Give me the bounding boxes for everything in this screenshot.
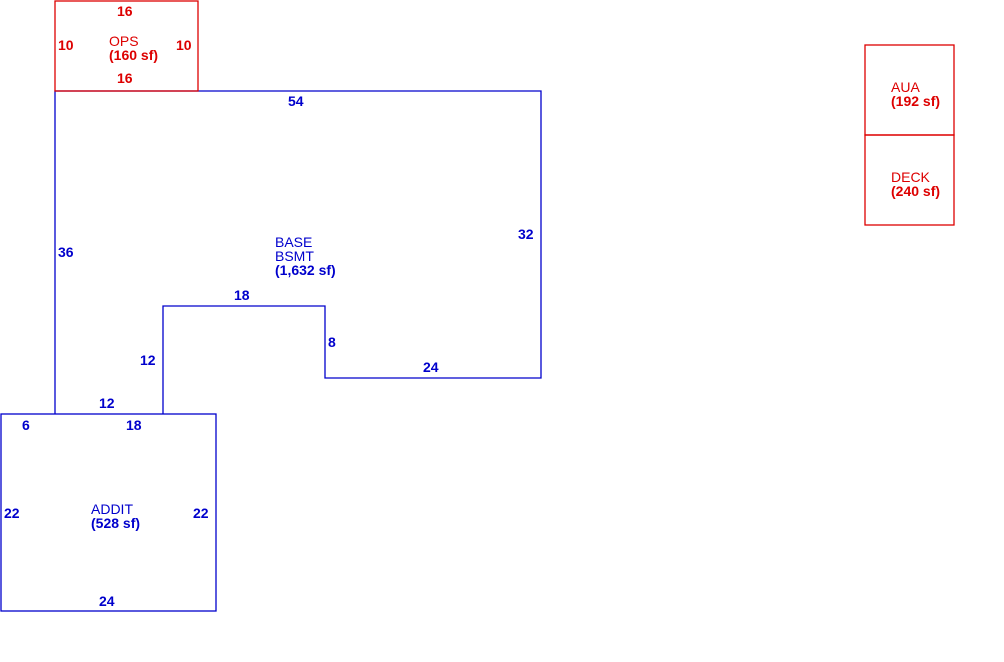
- ops-dim-right: 10: [176, 37, 192, 53]
- base-dim-right: 32: [518, 226, 534, 242]
- addit-dim-top-right: 18: [126, 417, 142, 433]
- ops-code-label: OPS: [109, 33, 139, 49]
- addit-dim-right: 22: [193, 505, 209, 521]
- aua-code-label: AUA: [891, 79, 920, 95]
- addit-dim-left: 22: [4, 505, 20, 521]
- base-code-label: BASE: [275, 234, 313, 250]
- bsmt-code-label: BSMT: [275, 248, 314, 264]
- addit-area-label: (528 sf): [91, 515, 141, 531]
- base-area-label: (1,632 sf): [275, 262, 336, 278]
- base-dim-notch-right: 8: [328, 334, 336, 350]
- base-dim-top: 54: [288, 93, 304, 109]
- addit-code-label: ADDIT: [91, 501, 133, 517]
- addit-outline: [0, 413, 217, 612]
- base-dim-inner-bottom: 24: [423, 359, 439, 375]
- deck-area-label: (240 sf): [891, 183, 941, 199]
- ops-dim-bottom: 16: [117, 70, 133, 86]
- ops-dim-top: 16: [117, 3, 133, 19]
- addit-dim-top-left: 6: [22, 417, 30, 433]
- ops-outline: [54, 0, 199, 92]
- deck-code-label: DECK: [891, 169, 930, 185]
- aua-area-label: (192 sf): [891, 93, 941, 109]
- addit-dim-bottom: 24: [99, 593, 115, 609]
- base-dim-left: 36: [58, 244, 74, 260]
- ops-dim-left: 10: [58, 37, 74, 53]
- base-dim-notch-left: 12: [140, 352, 156, 368]
- ops-area-label: (160 sf): [109, 47, 159, 63]
- base-dim-notch-top: 18: [234, 287, 250, 303]
- base-dim-bottom-left: 12: [99, 395, 115, 411]
- deck-outline: [864, 134, 955, 226]
